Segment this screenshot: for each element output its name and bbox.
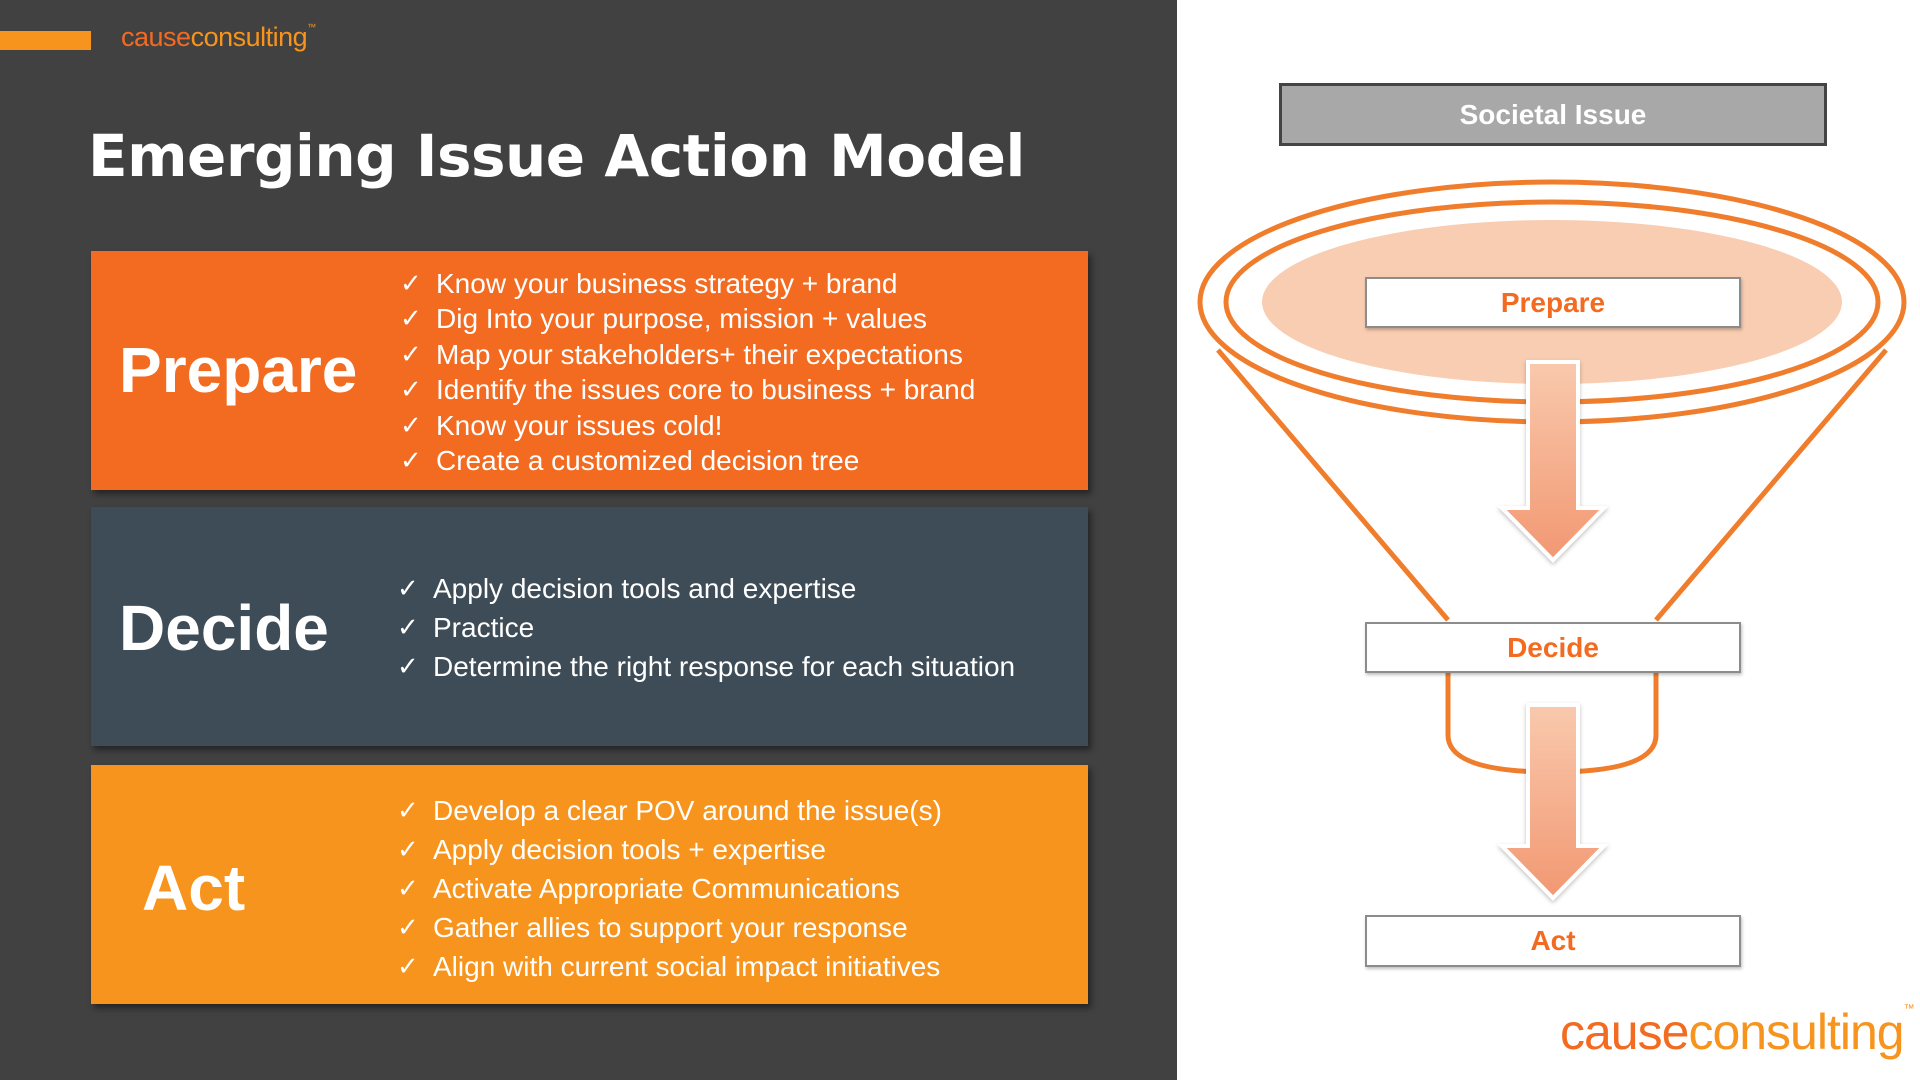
- list-item: ✓Gather allies to support your response: [397, 911, 908, 943]
- list-item: ✓Map your stakeholders+ their expectatio…: [400, 338, 963, 370]
- arrow-down-icon: [1497, 703, 1609, 901]
- list-item: ✓Identify the issues core to business + …: [400, 374, 976, 406]
- check-icon: ✓: [400, 446, 422, 477]
- check-icon: ✓: [397, 951, 419, 982]
- stage-box-act: Act: [1365, 915, 1741, 967]
- check-icon: ✓: [397, 873, 419, 904]
- check-icon: ✓: [397, 651, 419, 682]
- check-icon: ✓: [400, 410, 422, 441]
- check-icon: ✓: [397, 795, 419, 826]
- check-icon: ✓: [397, 612, 419, 643]
- check-icon: ✓: [400, 339, 422, 370]
- act-list: ✓Develop a clear POV around the issue(s)…: [397, 791, 942, 986]
- check-icon: ✓: [397, 573, 419, 604]
- list-item: ✓Apply decision tools + expertise: [397, 833, 826, 865]
- funnel-diagram: [1197, 179, 1907, 901]
- check-icon: ✓: [400, 304, 422, 335]
- funnel-left-side: [1216, 348, 1450, 622]
- societal-issue-box: Societal Issue: [1279, 83, 1827, 146]
- check-icon: ✓: [400, 268, 422, 299]
- stage-box-prepare: Prepare: [1365, 277, 1741, 328]
- list-item: ✓Develop a clear POV around the issue(s): [397, 794, 942, 826]
- list-item: ✓Activate Appropriate Communications: [397, 872, 900, 904]
- list-item: ✓Practice: [397, 611, 535, 643]
- funnel-right-side: [1654, 348, 1888, 622]
- list-item: ✓Dig Into your purpose, mission + values: [400, 303, 928, 335]
- prepare-list: ✓Know your business strategy + brand ✓Di…: [400, 266, 975, 479]
- list-item: ✓Apply decision tools and expertise: [397, 572, 857, 604]
- list-item: ✓Know your business strategy + brand: [400, 267, 898, 299]
- left-panel: causeconsulting™ Emerging Issue Action M…: [0, 0, 1177, 1080]
- brand-logo-large: causeconsulting™: [1560, 1003, 1915, 1060]
- card-prepare: Prepare ✓Know your business strategy + b…: [91, 251, 1088, 490]
- list-item: ✓Know your issues cold!: [400, 409, 723, 441]
- brand-logo-small: causeconsulting™: [121, 22, 316, 52]
- check-icon: ✓: [400, 375, 422, 406]
- accent-bar: [0, 31, 91, 50]
- card-title-decide: Decide: [119, 592, 329, 664]
- card-title-act: Act: [142, 852, 246, 924]
- decide-list: ✓Apply decision tools and expertise ✓Pra…: [397, 569, 1015, 686]
- list-item: ✓Align with current social impact initia…: [397, 950, 941, 982]
- page-title: Emerging Issue Action Model: [88, 122, 1025, 190]
- arrow-down-icon: [1497, 360, 1609, 563]
- card-decide: Decide ✓Apply decision tools and experti…: [91, 507, 1088, 746]
- card-act: Act ✓Develop a clear POV around the issu…: [91, 765, 1088, 1004]
- check-icon: ✓: [397, 834, 419, 865]
- list-item: ✓Determine the right response for each s…: [397, 650, 1016, 682]
- check-icon: ✓: [397, 912, 419, 943]
- card-title-prepare: Prepare: [119, 334, 358, 406]
- list-item: ✓Create a customized decision tree: [400, 445, 860, 477]
- stage-box-decide: Decide: [1365, 622, 1741, 673]
